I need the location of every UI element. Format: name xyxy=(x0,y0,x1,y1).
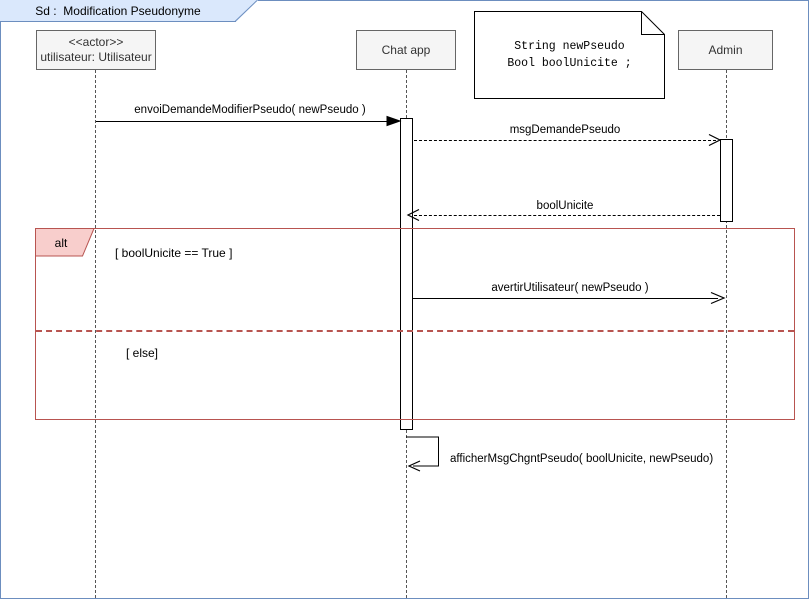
alt-guard-2: [ else] xyxy=(126,346,159,360)
lifeline-stereotype-utilisateur: <<actor>> xyxy=(68,35,124,49)
activation-bar-chatapp xyxy=(400,118,413,430)
note-shape xyxy=(474,11,665,99)
alt-fragment-tag-outline xyxy=(35,228,95,257)
lifeline-utilisateur xyxy=(95,70,96,598)
message-arrowhead-m4 xyxy=(710,291,726,305)
alt-fragment-operator: alt xyxy=(54,236,68,250)
lifeline-label-admin: Admin xyxy=(708,42,743,57)
lifeline-label-utilisateur: utilisateur: Utilisateur xyxy=(40,50,152,64)
lifeline-admin xyxy=(726,70,727,598)
lifeline-head-utilisateur[interactable]: <<actor>> utilisateur: Utilisateur xyxy=(36,30,156,70)
message-label-m1: envoiDemandeModifierPseudo( newPseudo ) xyxy=(134,104,366,116)
diagram-title-tab-underline xyxy=(0,21,236,22)
message-line-m1 xyxy=(96,121,396,122)
activation-bar-admin xyxy=(720,139,733,222)
message-line-m4 xyxy=(413,298,718,299)
message-label-m2: msgDemandePseudo xyxy=(509,124,621,136)
message-label-m4: avertirUtilisateur( newPseudo ) xyxy=(491,282,649,294)
message-arrowhead-m3 xyxy=(406,208,420,222)
lifeline-head-chatapp[interactable]: Chat app xyxy=(356,30,456,70)
message-line-m2 xyxy=(414,140,716,141)
message-line-m3 xyxy=(414,215,720,216)
lifeline-label-chatapp: Chat app xyxy=(381,42,431,57)
note-line-1: String newPseudo xyxy=(514,40,625,53)
message-label-m3: boolUnicite xyxy=(536,200,594,212)
message-arrowhead-m1 xyxy=(386,115,402,127)
diagram-title-tab xyxy=(0,0,258,22)
diagram-title-tab-diagonal xyxy=(234,0,258,22)
alt-guard-1: [ boolUnicite == True ] xyxy=(115,246,233,260)
diagram-title: Sd : Modification Pseudonyme xyxy=(35,4,201,18)
lifeline-head-admin[interactable]: Admin xyxy=(678,30,773,70)
note-line-2: Bool boolUnicite ; xyxy=(507,57,632,70)
message-label-m5: afficherMsgChgntPseudo( boolUnicite, new… xyxy=(450,453,714,465)
message-arrowhead-m2 xyxy=(708,133,722,147)
message-self-loop-m5 xyxy=(406,436,439,472)
alt-fragment-frame xyxy=(35,228,795,420)
alt-else-divider xyxy=(36,330,794,332)
